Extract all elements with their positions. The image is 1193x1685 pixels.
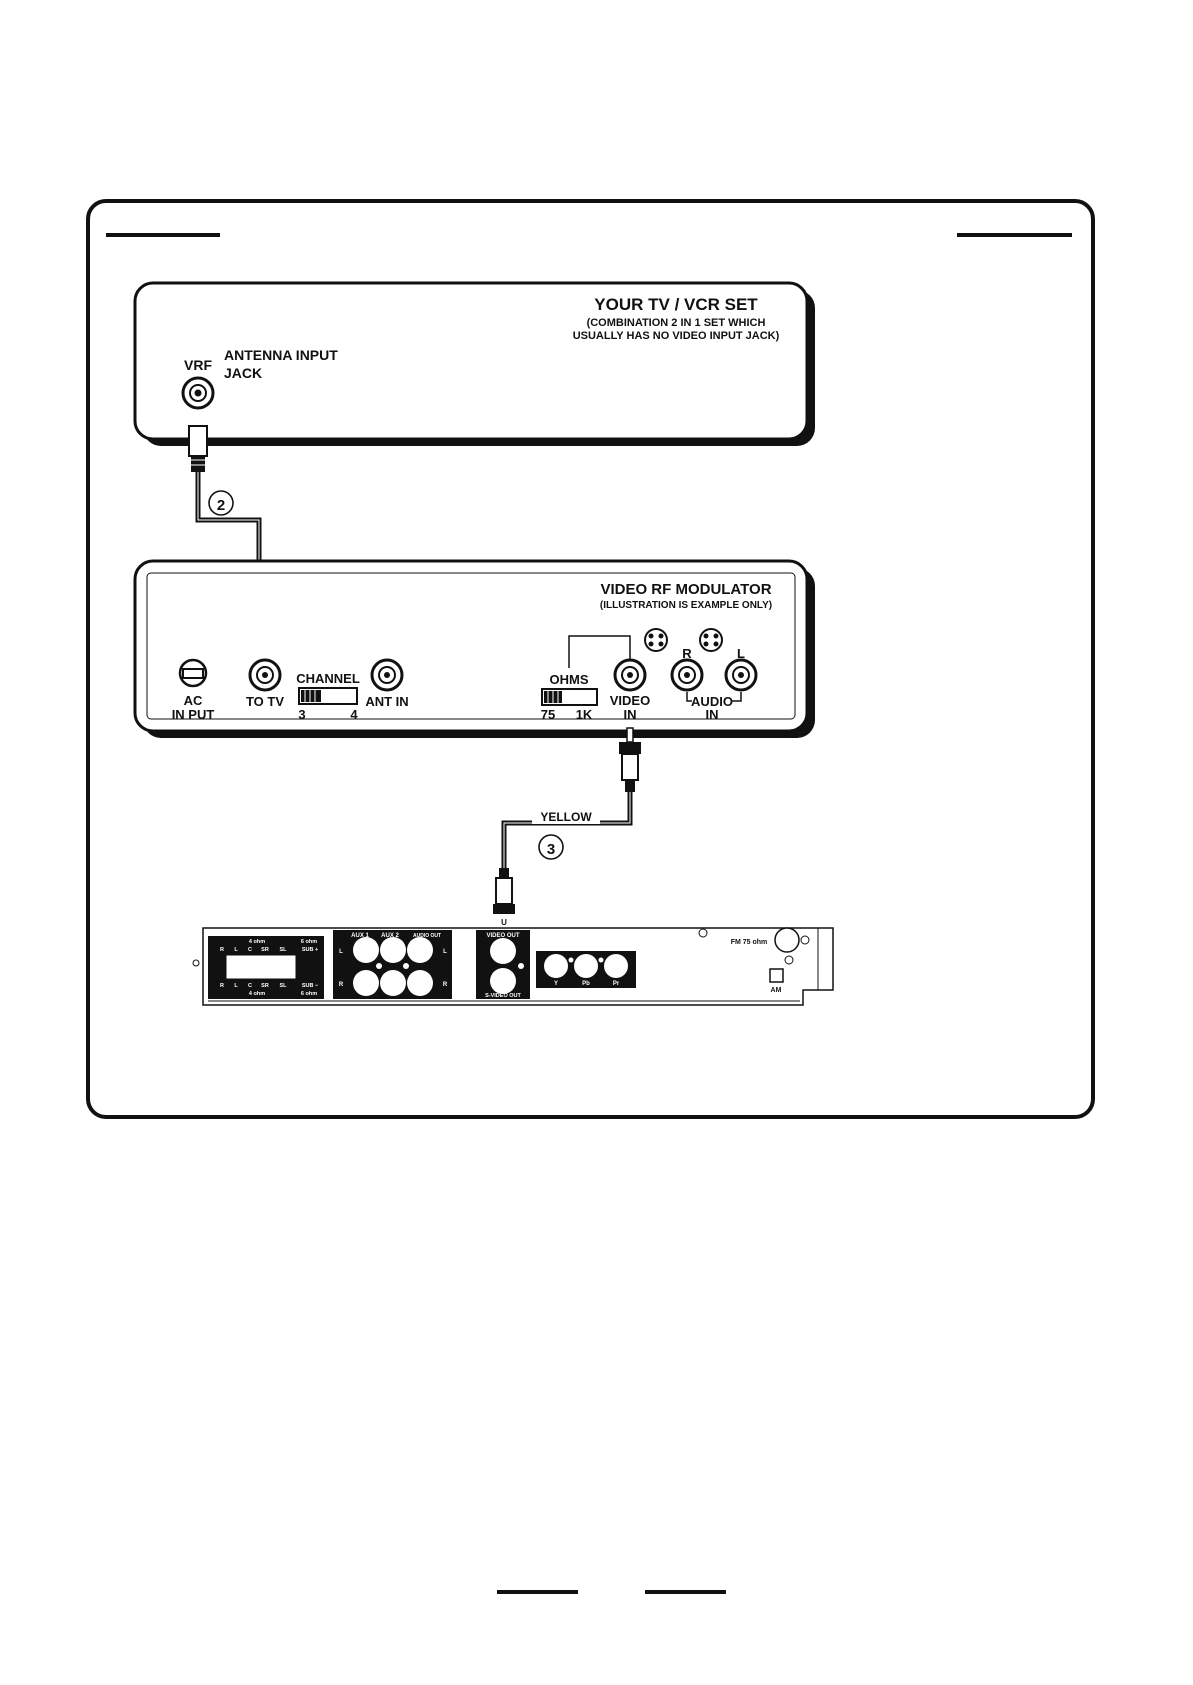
audio-bracket [686,692,742,702]
aux-l-right: L [443,949,447,955]
aux1-label: AUX 1 [351,933,369,939]
channel-3: 3 [298,707,305,722]
audio-in-l-jack [724,658,758,692]
ohms-75: 75 [541,707,555,722]
aux-r-right: R [443,982,448,988]
am-antenna-terminal [769,968,784,983]
spk-sub-plus: SUB + [302,947,318,953]
antenna-label-1: ANTENNA INPUT [224,347,338,363]
ant-in-jack [370,658,404,692]
spk-sub-minus: SUB − [302,983,318,989]
ant-in-label: ANT IN [365,694,408,709]
cable-color-label: YELLOW [540,810,592,824]
yellow-label-bg [532,808,600,824]
audio-r-label: R [682,646,692,661]
comp-pr-label: Pr [613,981,620,987]
plug-label: U [501,918,507,927]
fm-antenna-socket [774,927,800,965]
spk-bottom-header-sub: 6 ohm [301,991,317,997]
spk-channel-r-bottom: R [220,983,224,989]
vrf-label: VRF [184,357,212,373]
spk-channel-sr: SR [261,947,269,953]
fm-label: FM 75 ohm [731,939,768,946]
ohms-switch [541,688,598,706]
tv-subtitle-2: USUALLY HAS NO VIDEO INPUT JACK) [573,330,780,342]
channel-switch [298,687,358,705]
spk-bottom-header: 4 ohm [249,991,265,997]
audio-out-label: AUDIO OUT [413,933,441,939]
aux2-label: AUX 2 [381,933,399,939]
component-block [536,951,636,988]
channel-label: CHANNEL [296,671,360,686]
to-tv-jack [248,658,282,692]
comp-pb-label: Pb [582,981,590,987]
spk-top-header-sub: 6 ohm [301,939,317,945]
spk-top-header: 4 ohm [249,939,265,945]
tv-subtitle-1: (COMBINATION 2 IN 1 SET WHICH [587,317,766,329]
aux-audio-block [333,930,452,999]
audio-in-r-jack [670,658,704,692]
video-cable-3 [501,792,633,868]
spk-channel-c-bottom: C [248,983,252,989]
video-in-jack [613,658,647,692]
antenna-label-2: JACK [224,365,262,381]
tv-vcr-panel [133,281,815,446]
spk-channel-c: C [248,947,252,953]
speaker-terminals [208,936,324,999]
svideo-connector-1 [644,628,668,652]
to-tv-label: TO TV [246,694,284,709]
video-in-label-1: VIDEO [610,693,650,708]
spk-channel-sl: SL [279,947,287,953]
step-3-badge [538,834,564,860]
video-out-label: VIDEO OUT [486,933,519,939]
rca-plug-top [619,727,641,792]
audio-l-label: L [737,646,745,661]
channel-4: 4 [350,707,358,722]
step-2-number: 2 [217,497,225,514]
ac-label-1: AC [184,693,203,708]
spk-channel-l-bottom: L [234,983,238,989]
comp-y-label: Y [554,981,558,987]
ac-label-2: IN PUT [172,707,215,722]
modulator-subtitle: (ILLUSTRATION IS EXAMPLE ONLY) [600,600,772,611]
am-label: AM [771,987,782,994]
aux-l-left: L [339,949,343,955]
aux-r-left: R [339,982,344,988]
spk-channel-sr-bottom: SR [261,983,269,989]
video-in-label-2: IN [624,707,637,722]
rca-plug-bottom [493,868,515,914]
step-2-badge [208,490,234,516]
modulator-title: VIDEO RF MODULATOR [600,581,771,598]
audio-in-label-1: AUDIO [691,694,733,709]
svideo-out-label: S-VIDEO OUT [485,993,521,999]
outer-frame [86,199,1095,1119]
svideo-connector-2 [699,628,723,652]
spk-channel-r: R [220,947,224,953]
video-out-block [476,930,530,999]
ohms-bracket [568,635,631,668]
rf-plug-top [188,425,208,472]
spk-channel-sl-bottom: SL [279,983,287,989]
audio-in-label-2: IN [706,707,719,722]
ac-input-socket [178,658,208,688]
vrf-antenna-jack [181,376,215,410]
spk-channel-l: L [234,947,238,953]
ohms-1k: 1K [576,707,593,722]
ohms-label: OHMS [550,672,589,687]
step-3-number: 3 [547,841,555,858]
tv-title: YOUR TV / VCR SET [594,295,758,314]
